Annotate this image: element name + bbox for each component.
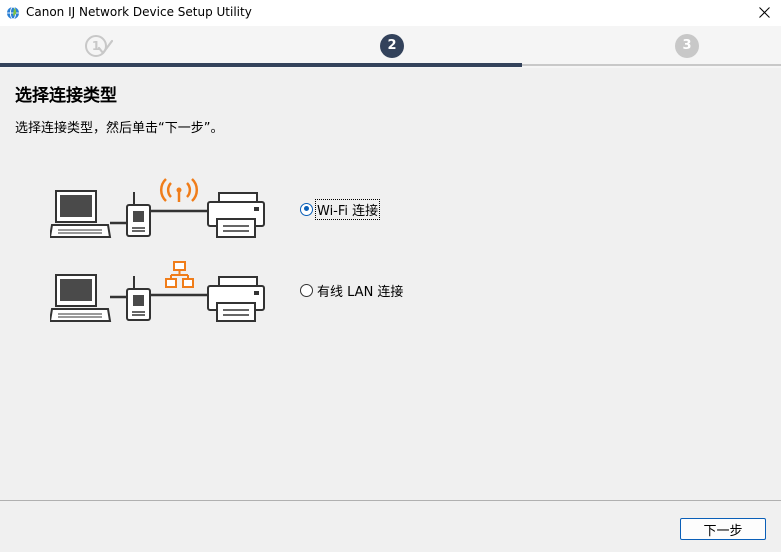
page-title: 选择连接类型 (15, 86, 117, 106)
step-1-done: 1 (85, 34, 114, 58)
step-2-current: 2 (380, 34, 404, 58)
step-3-upcoming: 3 (675, 34, 699, 58)
laptop-icon (48, 274, 112, 322)
progress-line-completed (0, 63, 522, 67)
wifi-connection-option[interactable]: Wi-Fi 连接 (300, 198, 381, 220)
wifi-option-label[interactable]: Wi-Fi 连接 (314, 198, 381, 220)
wifi-connection-diagram (48, 172, 270, 242)
lan-radio-button[interactable] (300, 283, 313, 297)
router-icon (126, 276, 151, 321)
step-complete-check-icon (85, 35, 114, 57)
wifi-signal-icon (159, 178, 199, 202)
next-button[interactable]: 下一步 (680, 518, 766, 540)
page-subtitle: 选择连接类型，然后单击“下一步”。 (15, 121, 224, 136)
printer-icon (207, 276, 265, 322)
wifi-radio-button[interactable] (300, 202, 313, 216)
step-2-label: 2 (387, 38, 397, 53)
progress-line-remaining (522, 64, 781, 66)
laptop-icon (48, 190, 112, 238)
app-globe-icon (6, 5, 20, 20)
router-icon (126, 192, 151, 237)
close-icon (759, 7, 770, 18)
step-1-label: 1 (91, 39, 101, 53)
lan-connection-diagram (48, 256, 270, 326)
step-circle-icon (675, 34, 699, 58)
window-title: Canon IJ Network Device Setup Utility (26, 5, 252, 19)
printer-icon (207, 192, 265, 238)
step-3-label: 3 (682, 38, 692, 53)
footer-separator (0, 500, 781, 501)
lan-connection-option[interactable]: 有线 LAN 连接 (300, 281, 404, 300)
lan-option-label[interactable]: 有线 LAN 连接 (317, 284, 404, 300)
close-button[interactable] (748, 0, 781, 26)
step-circle-icon (380, 34, 404, 58)
step-progress: 1 2 3 (0, 26, 781, 68)
wired-network-icon (165, 261, 194, 288)
title-bar: Canon IJ Network Device Setup Utility (0, 0, 781, 26)
